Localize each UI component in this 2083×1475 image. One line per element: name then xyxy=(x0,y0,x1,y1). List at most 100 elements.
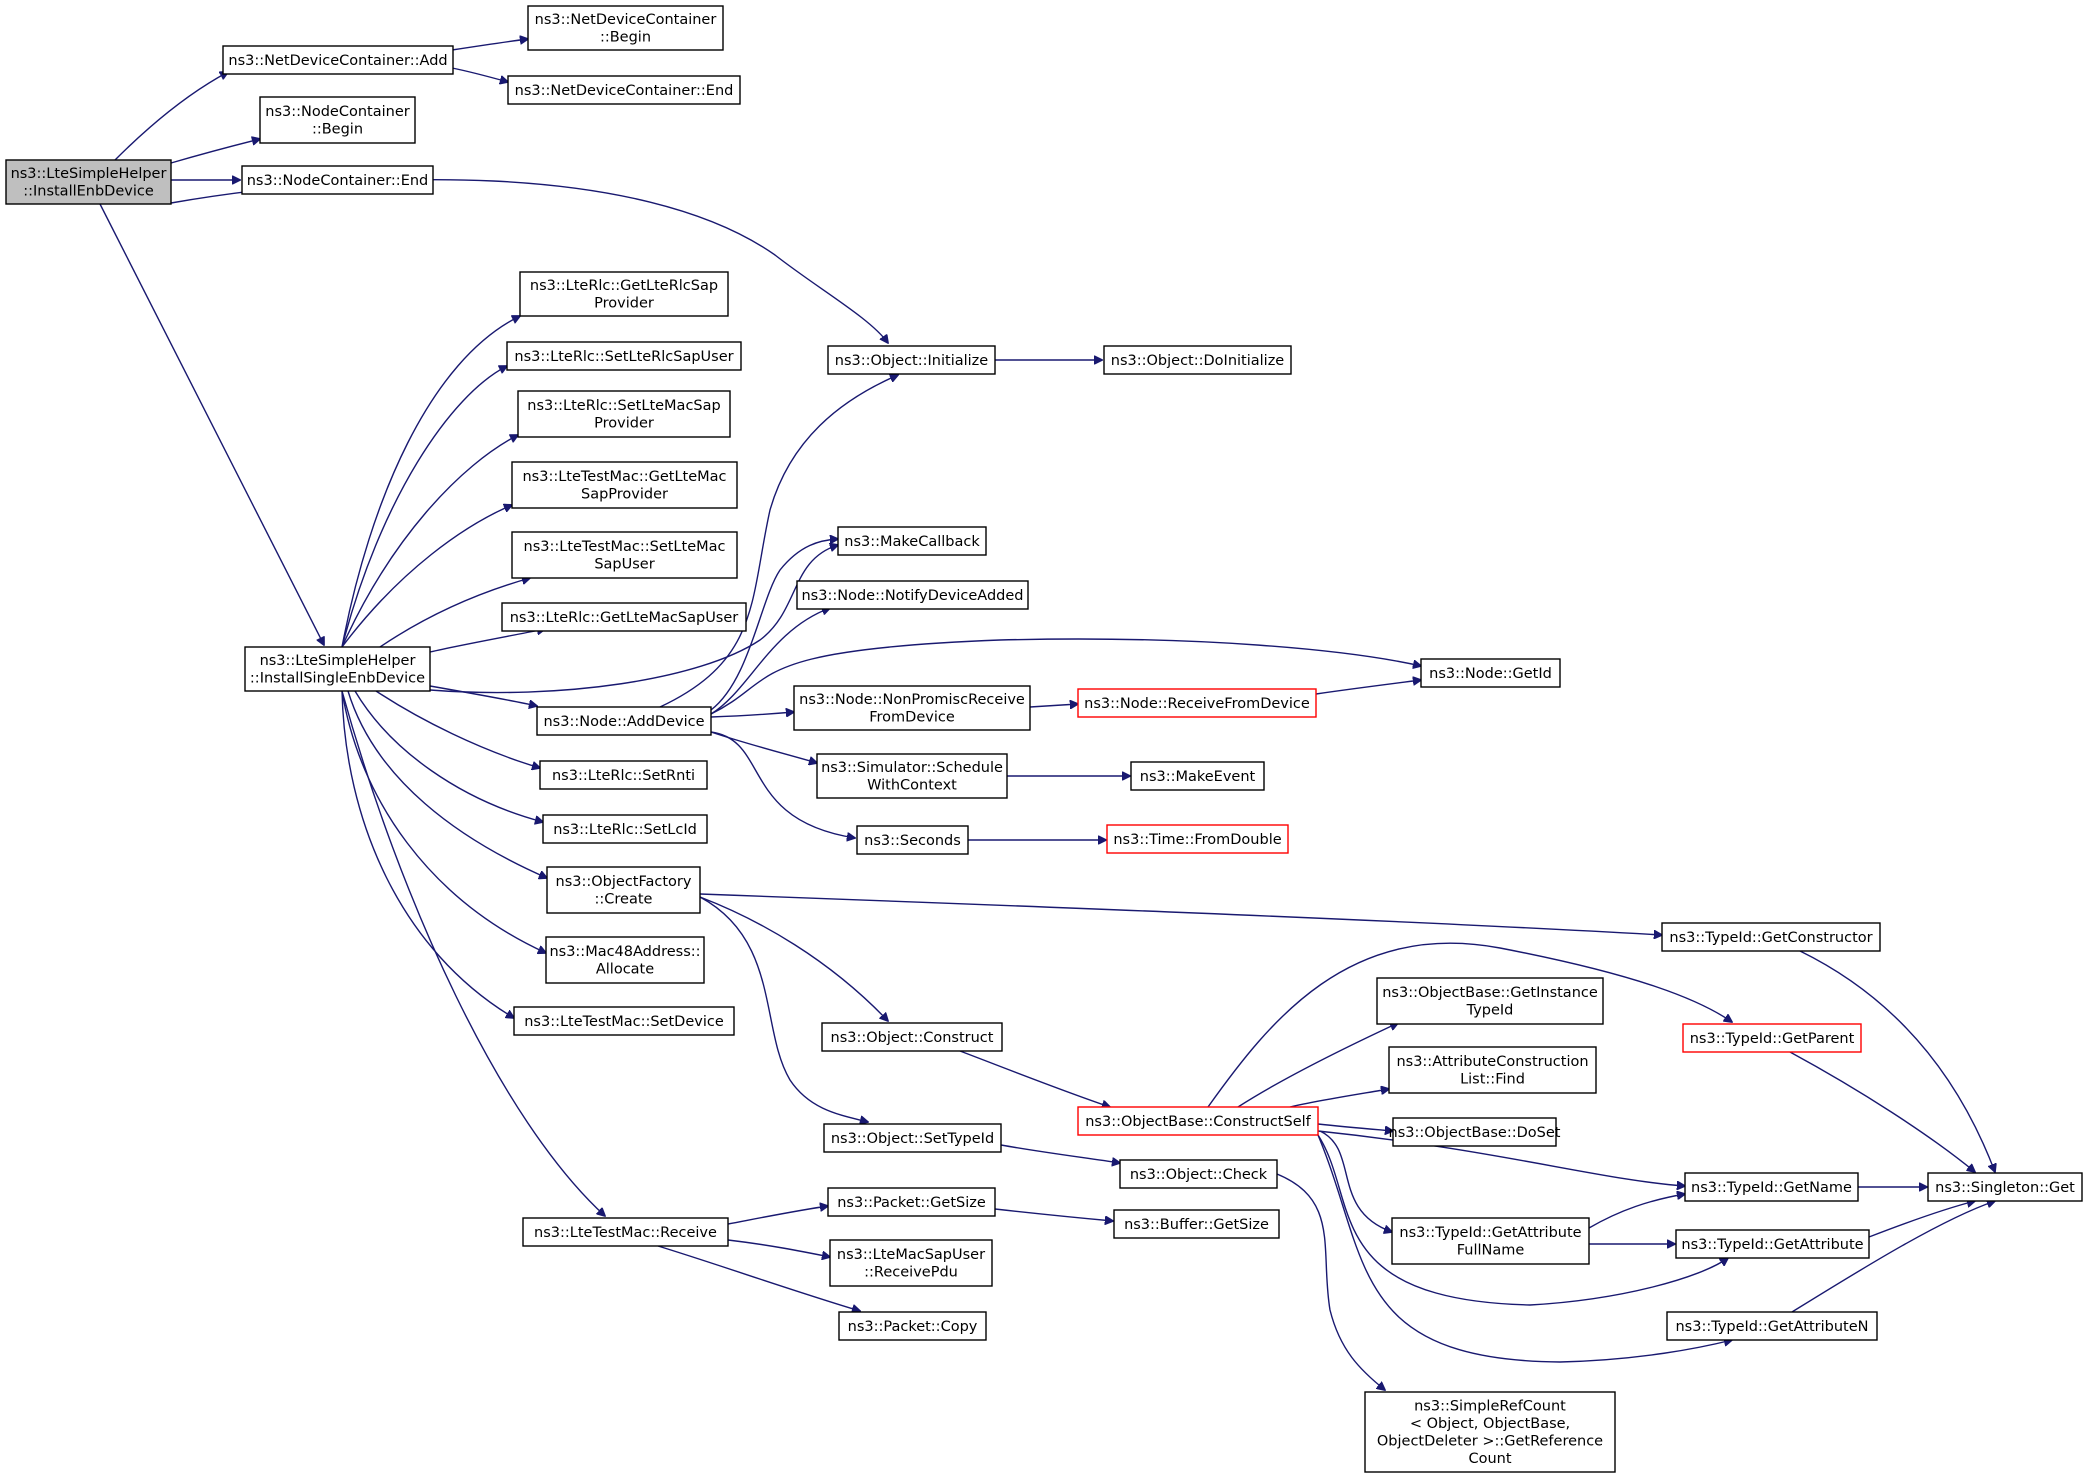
node-label: ::Create xyxy=(595,892,653,908)
edge-tid_getparent-to-singleton_get xyxy=(1789,1051,1975,1172)
node-of-create[interactable]: ns3::ObjectFactory::Create xyxy=(546,866,701,914)
node-obj-construct[interactable]: ns3::Object::Construct xyxy=(821,1022,1003,1052)
node-makeevent[interactable]: ns3::MakeEvent xyxy=(1130,761,1265,791)
edge-install_single-to-rlc_getmacsapuser xyxy=(429,629,545,653)
node-label: ns3::LteTestMac::GetLteMac xyxy=(522,469,726,485)
edge-of_create-to-obj_construct xyxy=(699,896,888,1021)
node-label: ns3::MakeEvent xyxy=(1140,769,1256,785)
node-label: ns3::LteSimpleHelper xyxy=(260,653,416,669)
node-rlc-setsapuser[interactable]: ns3::LteRlc::SetLteRlcSapUser xyxy=(506,341,742,371)
node-obj-doinit[interactable]: ns3::Object::DoInitialize xyxy=(1103,345,1292,375)
node-singleton-get[interactable]: ns3::Singleton::Get xyxy=(1927,1172,2083,1202)
node-label: ns3::LteRlc::GetLteRlcSap xyxy=(530,278,718,294)
edge-install_single-to-rlc_setmacsapprov xyxy=(341,435,518,648)
edge-of_create-to-tid_getctor xyxy=(699,893,1662,935)
node-rlc-setrnti[interactable]: ns3::LteRlc::SetRnti xyxy=(539,760,708,790)
node-label: ns3::Object::Check xyxy=(1130,1167,1268,1183)
node-obj-settypeid[interactable]: ns3::Object::SetTypeId xyxy=(823,1123,1002,1153)
edge-node_adddevice-to-notifydevadded xyxy=(710,608,830,715)
node-buf-getsize[interactable]: ns3::Buffer::GetSize xyxy=(1113,1209,1280,1239)
node-notifydevadded[interactable]: ns3::Node::NotifyDeviceAdded xyxy=(796,580,1029,610)
node-label: ns3::Buffer::GetSize xyxy=(1124,1217,1269,1233)
node-label: WithContext xyxy=(867,778,957,794)
node-label: ns3::MakeCallback xyxy=(844,534,980,550)
node-node-getid[interactable]: ns3::Node::GetId xyxy=(1420,658,1561,688)
edge-of_create-to-obj_settypeid xyxy=(699,896,868,1122)
node-tid-getattrn[interactable]: ns3::TypeId::GetAttributeN xyxy=(1666,1311,1878,1341)
node-pkt-getsize[interactable]: ns3::Packet::GetSize xyxy=(827,1187,996,1217)
node-mac48-alloc[interactable]: ns3::Mac48Address::Allocate xyxy=(545,936,705,984)
node-label: ns3::LteRlc::SetLteMacSap xyxy=(527,398,720,414)
node-makecallback[interactable]: ns3::MakeCallback xyxy=(837,526,987,556)
node-recvpdu[interactable]: ns3::LteMacSapUser::ReceivePdu xyxy=(829,1239,993,1287)
edge-constructself-to-doset xyxy=(1317,1123,1393,1131)
node-tid-getname[interactable]: ns3::TypeId::GetName xyxy=(1684,1172,1859,1202)
node-obj-init[interactable]: ns3::Object::Initialize xyxy=(827,345,996,375)
node-label: ::ReceivePdu xyxy=(864,1265,958,1281)
node-mac-receive[interactable]: ns3::LteTestMac::Receive xyxy=(522,1217,729,1247)
node-label: ns3::TypeId::GetAttributeN xyxy=(1675,1319,1868,1335)
node-srefcount[interactable]: ns3::SimpleRefCount< Object, ObjectBase,… xyxy=(1364,1391,1616,1473)
edge-constructself-to-tid_getattr xyxy=(1317,1134,1728,1306)
node-label: ns3::Node::ReceiveFromDevice xyxy=(1084,696,1310,712)
node-label: SapUser xyxy=(594,557,654,573)
edge-tid_getattrn-to-singleton_get xyxy=(1791,1201,1995,1313)
node-ndc-end[interactable]: ns3::NetDeviceContainer::End xyxy=(507,75,741,105)
node-constructself[interactable]: ns3::ObjectBase::ConstructSelf xyxy=(1077,1106,1319,1136)
node-tid-getattr[interactable]: ns3::TypeId::GetAttribute xyxy=(1675,1229,1870,1259)
node-label: ::Begin xyxy=(600,30,651,46)
node-label: ns3::LteTestMac::Receive xyxy=(534,1225,717,1241)
node-node-adddevice[interactable]: ns3::Node::AddDevice xyxy=(536,706,712,736)
node-label: Provider xyxy=(594,416,654,432)
node-label: ns3::Mac48Address:: xyxy=(549,944,700,960)
edge-install_single-to-mac48_alloc xyxy=(341,690,546,953)
node-label: ns3::LteTestMac::SetLteMac xyxy=(524,539,726,555)
node-label: ns3::LteRlc::SetLcId xyxy=(553,822,697,838)
edge-install_single-to-mac_getsapprov xyxy=(341,505,512,648)
node-tid-getparent[interactable]: ns3::TypeId::GetParent xyxy=(1682,1023,1862,1053)
node-label: ns3::Object::Construct xyxy=(831,1030,994,1046)
node-receivefromdev[interactable]: ns3::Node::ReceiveFromDevice xyxy=(1077,688,1317,718)
edge-node_adddevice-to-makecallback xyxy=(710,539,838,711)
node-label: ns3::Singleton::Get xyxy=(1935,1180,2075,1196)
node-nc-begin[interactable]: ns3::NodeContainer::Begin xyxy=(259,96,416,144)
node-tid-getctor[interactable]: ns3::TypeId::GetConstructor xyxy=(1661,922,1881,952)
node-pkt-copy[interactable]: ns3::Packet::Copy xyxy=(838,1311,987,1341)
node-ndc-begin[interactable]: ns3::NetDeviceContainer::Begin xyxy=(527,5,724,51)
node-ndc-add[interactable]: ns3::NetDeviceContainer::Add xyxy=(222,45,454,75)
edge-constructself-to-tid_getname xyxy=(1317,1130,1685,1186)
node-rlc-setlcid[interactable]: ns3::LteRlc::SetLcId xyxy=(542,814,708,844)
node-label: ns3::LteMacSapUser xyxy=(837,1247,985,1263)
node-label: ns3::Seconds xyxy=(864,833,961,849)
edge-install_single-to-of_create xyxy=(347,690,547,878)
node-seconds[interactable]: ns3::Seconds xyxy=(856,825,969,855)
node-install-enb[interactable]: ns3::LteSimpleHelper::InstallEnbDevice xyxy=(5,159,172,205)
node-label: ns3::ObjectBase::DoSet xyxy=(1389,1125,1561,1141)
node-label: ns3::NodeContainer::End xyxy=(247,173,429,189)
node-fromdouble[interactable]: ns3::Time::FromDouble xyxy=(1106,824,1289,854)
node-nc-end[interactable]: ns3::NodeContainer::End xyxy=(241,165,434,195)
edge-install_enb-to-ndc_add xyxy=(114,72,228,161)
node-obj-check[interactable]: ns3::Object::Check xyxy=(1119,1159,1278,1189)
edge-install_single-to-mac_receive xyxy=(341,690,605,1216)
node-doset[interactable]: ns3::ObjectBase::DoSet xyxy=(1389,1117,1561,1147)
edge-ndc_add-to-ndc_end xyxy=(451,67,508,82)
edge-install_single-to-rlc_setlcid xyxy=(354,690,543,822)
node-rlc-getmacsapuser[interactable]: ns3::LteRlc::GetLteMacSapUser xyxy=(501,602,747,632)
node-label: ns3::ObjectFactory xyxy=(556,874,692,890)
edge-node_adddevice-to-obj_init xyxy=(659,375,898,708)
node-label: List::Find xyxy=(1460,1072,1525,1088)
node-install-single[interactable]: ns3::LteSimpleHelper::InstallSingleEnbDe… xyxy=(244,646,431,692)
node-mac-setdevice[interactable]: ns3::LteTestMac::SetDevice xyxy=(513,1006,735,1036)
edge-node_adddevice-to-seconds xyxy=(710,731,855,838)
